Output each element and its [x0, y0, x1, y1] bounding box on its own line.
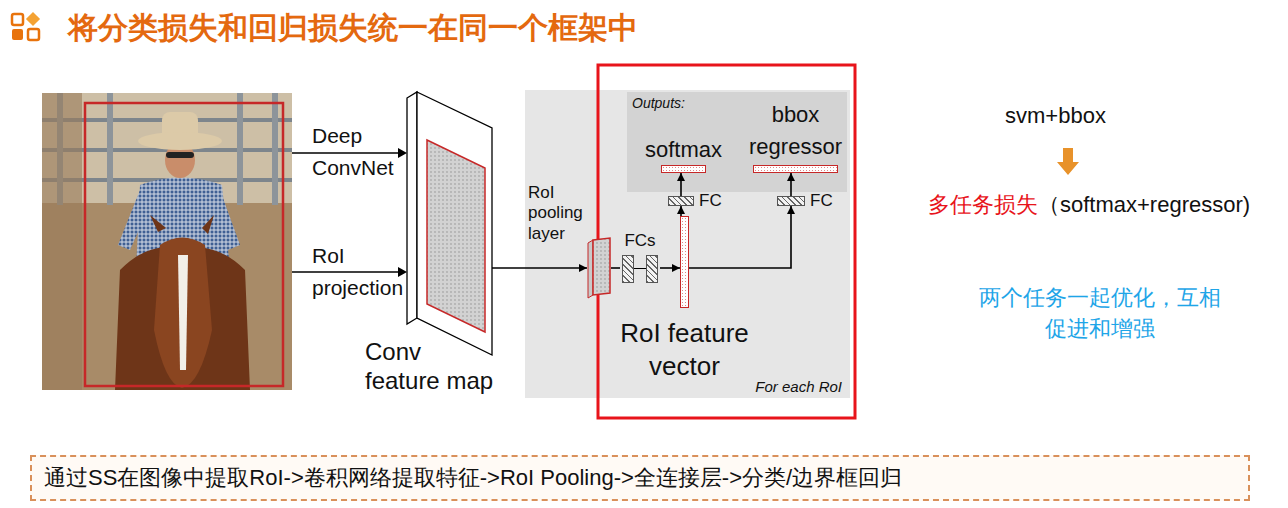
icon-diamond: [26, 12, 40, 26]
hat-brim: [138, 132, 222, 150]
fc-box: FC: [668, 196, 694, 206]
node-shape: [405, 90, 495, 358]
fc-box: FC: [777, 196, 805, 206]
horse-ears: [150, 215, 214, 234]
node-text: bbox regressor: [741, 99, 851, 163]
loss-detail: （softmax+regressor): [1038, 190, 1250, 220]
loss-name: 多任务损失: [928, 190, 1038, 220]
outputs-panel: Outputs: softmax bbox regressor: [627, 92, 847, 192]
fc-block: [646, 255, 658, 283]
roi-panel-fill: [525, 90, 850, 398]
arrow-head: [398, 148, 407, 158]
feature-vector-bar: RoI feature vector: [680, 216, 689, 308]
icon-square: [12, 29, 23, 40]
note-text: 两个任务一起优化，互相促进和增强: [975, 283, 1225, 345]
stream-label: RoI projection: [312, 240, 416, 304]
highlight-box: [598, 65, 855, 418]
connector: [680, 206, 682, 216]
title-icon: [12, 12, 40, 40]
pipeline-box: 通过SS在图像中提取RoI->卷积网络提取特征->RoI Pooling->全连…: [30, 455, 1250, 501]
node-text: 通过SS在图像中提取RoI->卷积网络提取特征->RoI Pooling->全连…: [44, 463, 902, 493]
node-text: RoI feature vector: [605, 317, 765, 382]
node-text: FC: [699, 191, 722, 211]
slab-side: [407, 92, 417, 324]
icon-square: [12, 14, 23, 25]
roi-box: [85, 103, 283, 386]
node-text: Conv feature map: [365, 338, 499, 396]
fc-link: [634, 268, 646, 269]
connector: [492, 267, 587, 269]
node-text: RoI pooling layer: [528, 183, 598, 244]
slab-face: [417, 92, 492, 355]
photo-illustration: [42, 93, 292, 390]
loss-line: 多任务损失（softmax+regressor): [928, 190, 1250, 220]
connector: [660, 267, 680, 269]
connector: [689, 206, 791, 268]
rider-glasses: [166, 152, 194, 158]
feature-map-slab: Conv feature map: [405, 90, 495, 358]
horse-blaze: [178, 255, 188, 370]
horse-head: [154, 238, 212, 389]
node-text: Outputs:: [632, 95, 685, 111]
icon-square: [28, 29, 39, 40]
rider-arm: [212, 190, 240, 250]
horse-body: [115, 248, 250, 391]
deep-convnet-arrow: [292, 152, 398, 154]
roi-pooling-slab: RoI pooling layer: [587, 237, 611, 299]
down-arrow: [1057, 148, 1079, 175]
photo-ground: [42, 93, 292, 390]
regressor-bar: bbox regressor: [753, 165, 838, 173]
softmax-bar: softmax: [661, 165, 706, 173]
slab-feature: [427, 140, 485, 332]
node-text: FC: [810, 191, 833, 211]
stream-label: Deep ConvNet: [312, 120, 416, 184]
rider-arm: [118, 190, 150, 250]
node-text: For each RoI: [755, 378, 842, 395]
node-shape: [587, 237, 611, 299]
photo-side: [42, 93, 82, 390]
slide-title: 将分类损失和回归损失统一在同一个框架中: [68, 8, 638, 49]
connector: [790, 173, 792, 196]
connector: [680, 173, 682, 196]
roi-panel: For each RoIRoI pooling layerFCsRoI feat…: [525, 90, 850, 398]
arrow-head: [398, 267, 407, 277]
node-text: FCs: [624, 231, 655, 251]
fc-block: [622, 255, 634, 283]
fc-layers: FCs: [620, 254, 660, 284]
node-text: softmax: [645, 137, 722, 163]
slab-face: [593, 238, 610, 295]
connector: [611, 267, 620, 269]
roi-projection-arrow: [292, 271, 398, 273]
old-method: svm+bbox: [1005, 103, 1106, 129]
